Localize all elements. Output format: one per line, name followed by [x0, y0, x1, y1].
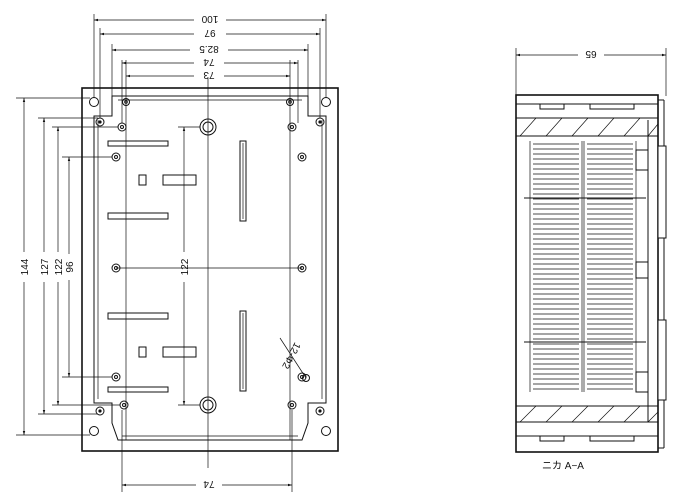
- dim-73: 73: [203, 69, 215, 80]
- dim-82-5: 82.5: [199, 43, 219, 54]
- dim-74-top: 74: [203, 56, 215, 67]
- dim-122-center: 122: [180, 258, 191, 275]
- vent-slots: [524, 141, 646, 392]
- internal-ribs: [107, 140, 247, 393]
- dim-74-bottom: 74: [203, 478, 215, 489]
- section-view: 65: [515, 48, 667, 472]
- section-caption: ニカ A−A: [542, 460, 584, 472]
- hole-note-leader: [279, 337, 310, 382]
- dim-97: 97: [204, 27, 216, 38]
- side-clips: [635, 120, 667, 422]
- center-dimension: [178, 126, 200, 406]
- dim-65: 65: [585, 48, 597, 59]
- enclosure-inner-border: [93, 95, 327, 441]
- front-view: 100 97 82.5 74 73 144 127 122 96: [16, 13, 339, 492]
- dim-122-left: 122: [54, 258, 65, 275]
- dim-144: 144: [20, 258, 31, 275]
- dim-127: 127: [40, 258, 51, 275]
- center-lines: [116, 60, 302, 492]
- left-dimensions: [16, 97, 120, 436]
- dim-96: 96: [65, 261, 76, 273]
- top-dimensions: [93, 14, 327, 123]
- section-bottom-flange: [516, 405, 659, 442]
- section-top-flange: [516, 103, 659, 137]
- section-outline: [515, 94, 659, 453]
- dim-100: 100: [201, 13, 218, 24]
- enclosure-outline: [81, 87, 339, 452]
